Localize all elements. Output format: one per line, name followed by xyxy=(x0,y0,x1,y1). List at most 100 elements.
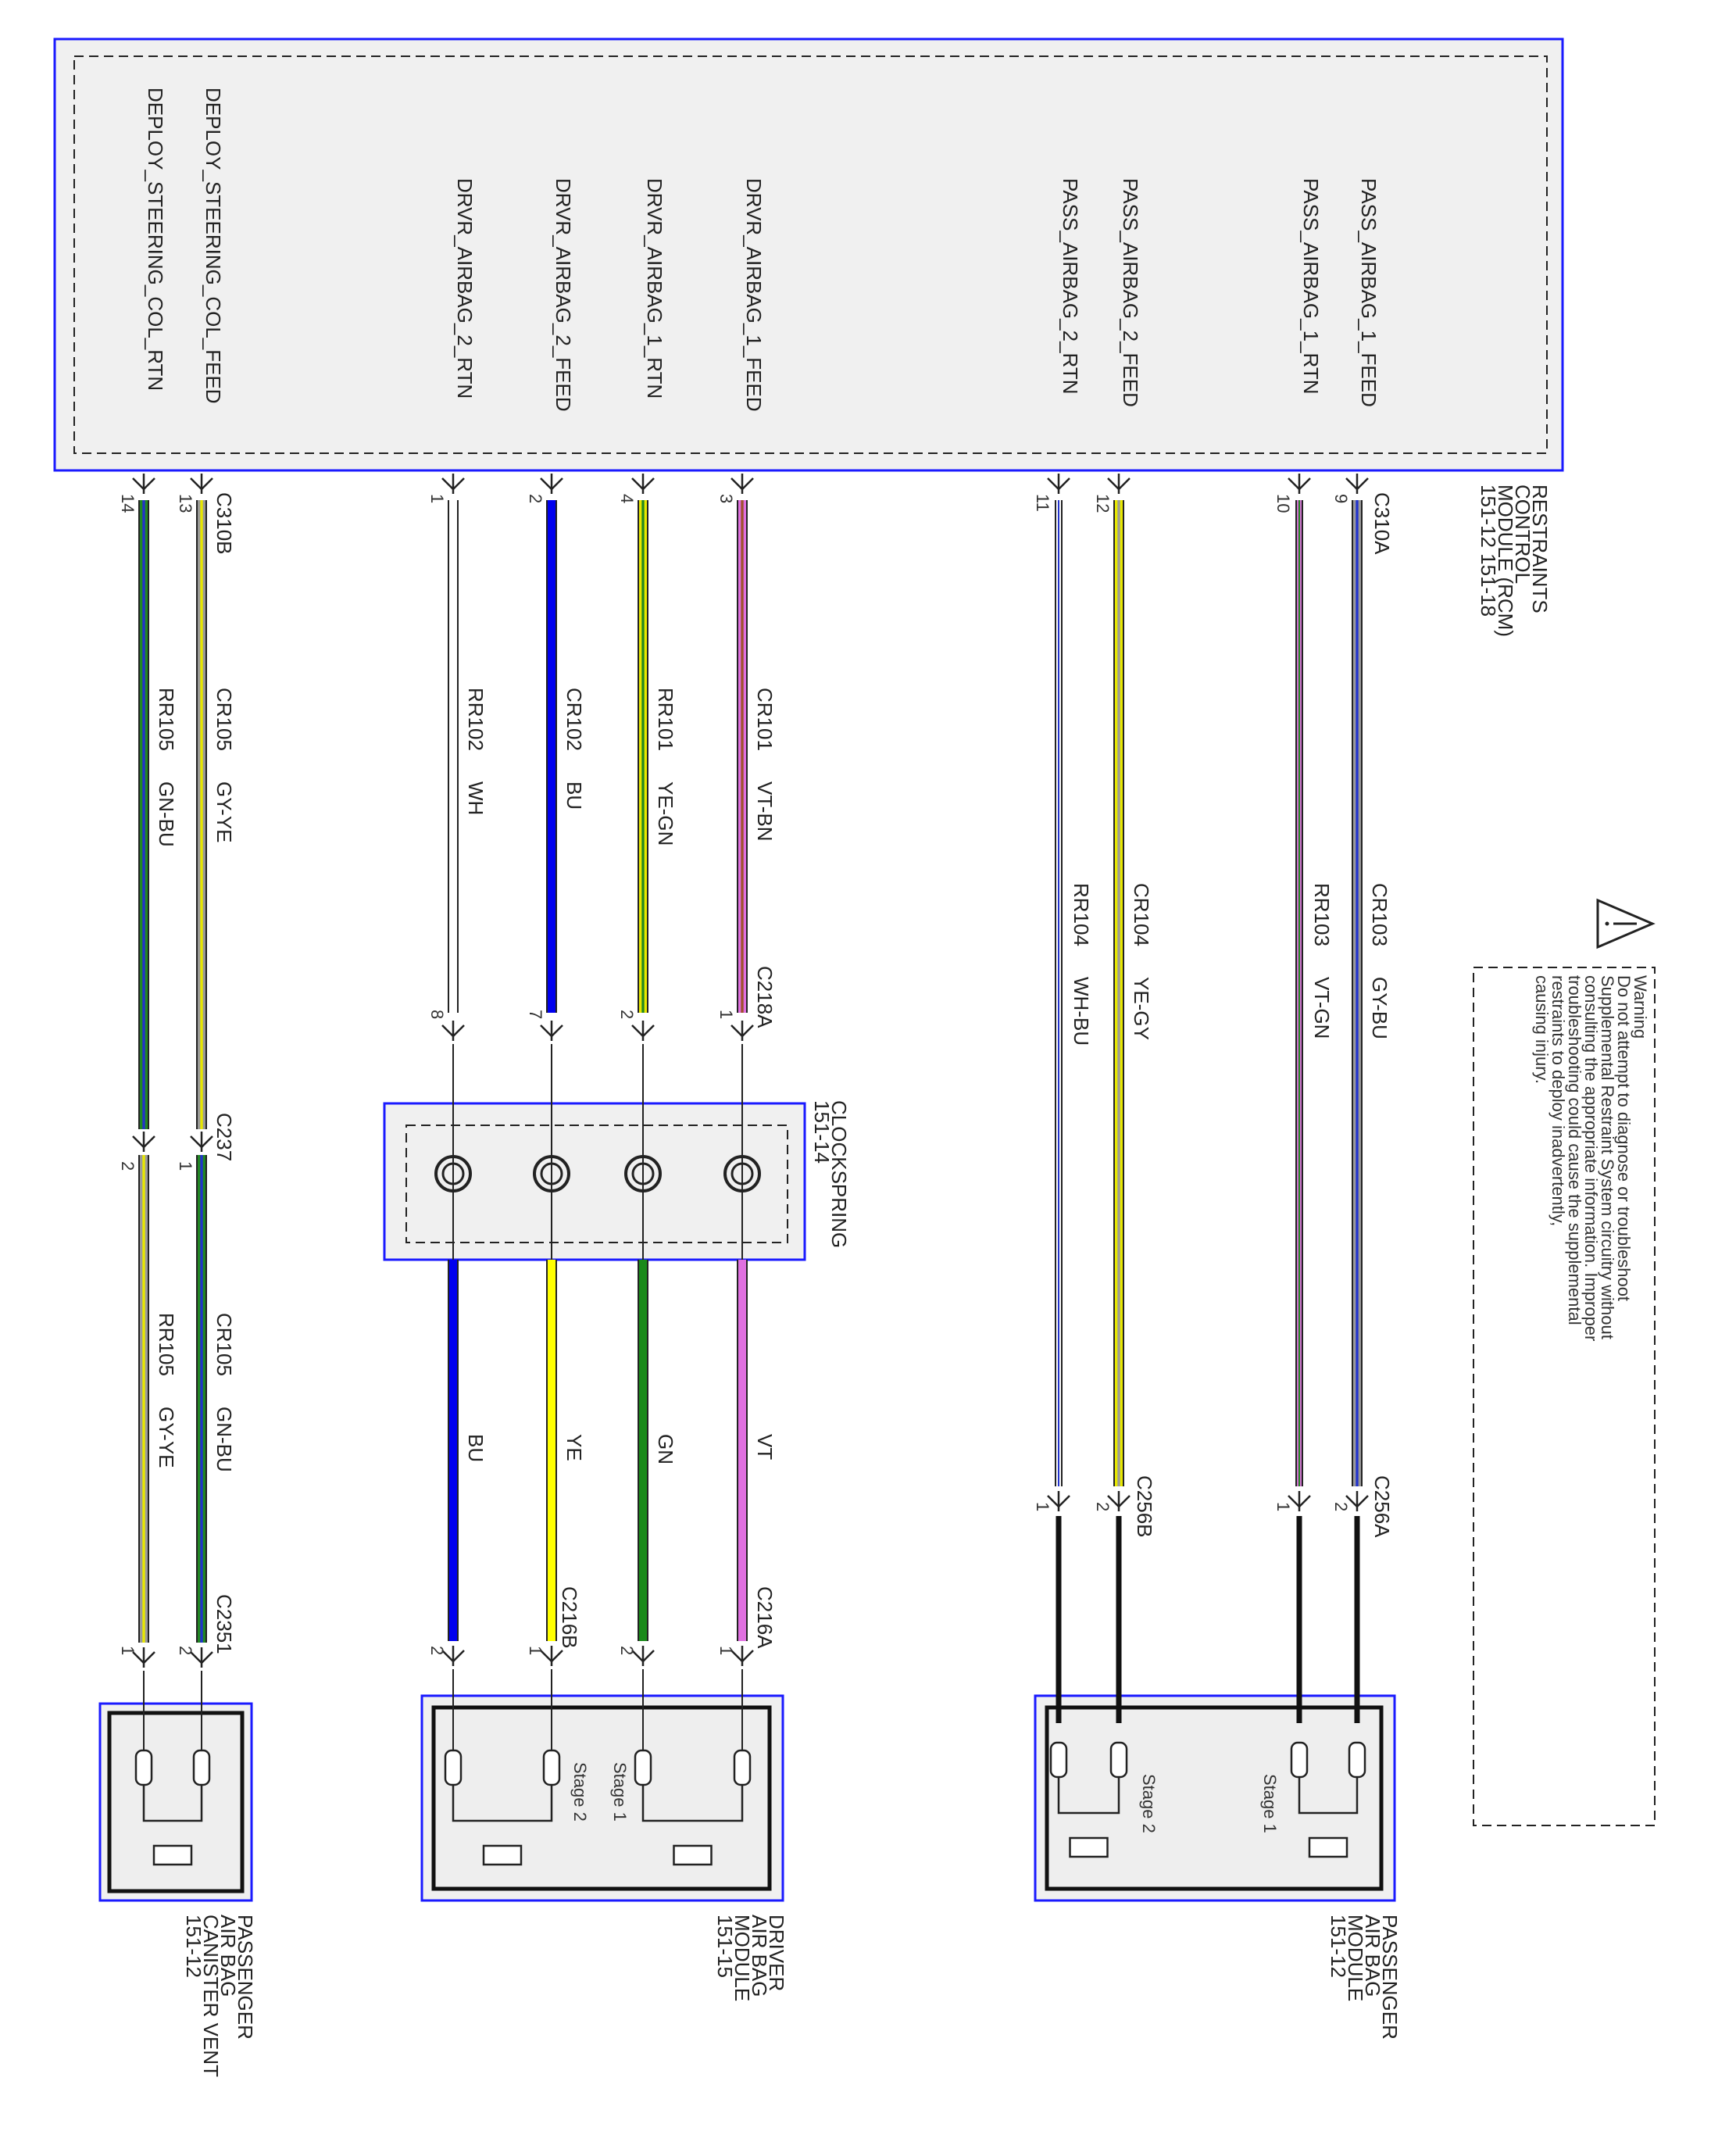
passenger-stage1-igniter-heater xyxy=(1308,1836,1348,1858)
clockspring-title-line: 151-14 xyxy=(810,1100,834,1164)
warning-line: restraints to deploy inadvertently, xyxy=(1548,975,1568,1226)
passenger-stage2-igniter-loop xyxy=(1057,1777,1120,1815)
rcm-pin-number-1: 1 xyxy=(427,494,447,503)
color-code-rr105: GN-BU xyxy=(155,781,178,847)
clockspring-output-color: BU xyxy=(464,1434,488,1462)
passenger-module-title-line: MODULE xyxy=(1344,1915,1367,2001)
rcm-pin-number-13: 13 xyxy=(176,494,195,513)
clockspring-coil-inner xyxy=(441,1162,465,1185)
connector-c218a: C218A xyxy=(753,966,777,1028)
clockspring-coil-inner xyxy=(730,1162,754,1185)
clockspring-coil xyxy=(434,1155,472,1192)
rcm-signal-drvr_airbag_1_rtn: DRVR_AIRBAG_1_RTN xyxy=(643,178,666,399)
rcm-signal-drvr_airbag_2_feed: DRVR_AIRBAG_2_FEED xyxy=(552,178,575,412)
rcm-pin-number-11: 11 xyxy=(1033,494,1052,512)
rcm-signal-pass_airbag_2_rtn: PASS_AIRBAG_2_RTN xyxy=(1059,178,1082,395)
c216-pin-number: 2 xyxy=(427,1646,447,1655)
warning-triangle-icon xyxy=(1596,898,1656,949)
driver-stage2-igniter-a xyxy=(542,1749,561,1786)
passenger-module-title-line: PASSENGER xyxy=(1378,1915,1402,2040)
canister-vent-title-line: CANISTER VENT xyxy=(199,1915,223,2077)
c256-pin-number: 2 xyxy=(1093,1502,1113,1511)
connector-c237: C237 xyxy=(213,1113,236,1161)
driver-stage2: Stage 2 xyxy=(570,1762,590,1822)
rcm-title-line: RESTRAINTS xyxy=(1528,485,1552,613)
c256-pin-number: 1 xyxy=(1273,1502,1293,1511)
rcm-pin-number-14: 14 xyxy=(118,494,138,513)
canister-vent-igniter-a xyxy=(192,1749,211,1786)
c218a-pin-number: 8 xyxy=(427,1010,447,1019)
rcm-signal-drvr_airbag_2_rtn: DRVR_AIRBAG_2_RTN xyxy=(453,178,477,399)
color2-cr105: GN-BU xyxy=(213,1407,236,1472)
passenger-module-title-line: AIR BAG xyxy=(1361,1915,1384,1997)
circuit2-cr105: CR105 xyxy=(213,1313,236,1376)
c218a-pin-number: 1 xyxy=(716,1010,736,1019)
circuit-rr102: RR102 xyxy=(464,688,488,751)
passenger-stage1-igniter-loop xyxy=(1298,1777,1359,1815)
c256-pin-number: 1 xyxy=(1033,1502,1052,1511)
clockspring-coil xyxy=(533,1155,570,1192)
circuit2-rr105: RR105 xyxy=(155,1313,178,1376)
c2351-pin-number: 2 xyxy=(176,1646,195,1655)
rcm-pin-number-4: 4 xyxy=(617,494,637,503)
driver-module-title-line: DRIVER xyxy=(765,1915,788,1991)
connector-c310a: C310A xyxy=(1370,492,1394,555)
rcm-inner-dash xyxy=(73,55,1548,454)
color-code-cr103: GY-BU xyxy=(1368,977,1391,1039)
warning-line: consulting the appropriate information. … xyxy=(1581,975,1601,1341)
passenger-module-title-line: 151-12 xyxy=(1327,1915,1350,1978)
canister-vent-igniter-b xyxy=(134,1749,153,1786)
connector-c216b: C216B xyxy=(558,1586,581,1649)
connector-c256b: C256B xyxy=(1133,1475,1156,1538)
driver-stage1: Stage 1 xyxy=(610,1762,630,1822)
driver-stage1-igniter-a xyxy=(733,1749,752,1786)
clockspring-coil-inner xyxy=(631,1162,655,1185)
driver-module-title-line: MODULE xyxy=(730,1915,754,2001)
connector-c2351: C2351 xyxy=(213,1594,236,1654)
driver-stage1-igniter-loop xyxy=(641,1785,744,1822)
c216-pin-number: 1 xyxy=(716,1646,736,1655)
rcm-signal-drvr_airbag_1_feed: DRVR_AIRBAG_1_FEED xyxy=(742,178,766,412)
color-code-rr102: WH xyxy=(464,781,488,815)
driver-module-title-line: AIR BAG xyxy=(748,1915,771,1997)
clockspring-output-color: GN xyxy=(654,1434,677,1464)
rcm-pin-number-10: 10 xyxy=(1273,494,1293,513)
canister-vent-title-line: PASSENGER xyxy=(234,1915,257,2040)
text-layer: PASS_AIRBAG_1_FEED9PASS_AIRBAG_1_RTN10PA… xyxy=(118,88,1650,2077)
canister-vent-title-line: 151-12 xyxy=(182,1915,205,1978)
rcm-signal-deploy_steering_col_rtn: DEPLOY_STEERING_COL_RTN xyxy=(144,88,167,391)
clockspring-title-line: CLOCKSPRING xyxy=(827,1100,851,1248)
rcm-signal-pass_airbag_1_rtn: PASS_AIRBAG_1_RTN xyxy=(1299,178,1323,395)
circuit-rr103: RR103 xyxy=(1310,883,1334,946)
driver-stage2-igniter-b xyxy=(444,1749,463,1786)
color-code-cr105: GY-YE xyxy=(213,781,236,843)
canister-vent-igniter-heater xyxy=(152,1844,193,1866)
c216-pin-number: 1 xyxy=(526,1646,545,1655)
clockspring-output-color: YE xyxy=(563,1434,586,1461)
rcm-signal-deploy_steering_col_feed: DEPLOY_STEERING_COL_FEED xyxy=(202,88,225,404)
warning-line: troubleshooting could cause the suppleme… xyxy=(1565,975,1584,1325)
driver-stage2-igniter-heater xyxy=(482,1844,523,1866)
clockspring-inner-dash xyxy=(405,1125,788,1243)
color-code-rr101: YE-GN xyxy=(654,781,677,846)
passenger-stage2-igniter-heater xyxy=(1069,1836,1109,1858)
clockspring-coil-inner xyxy=(540,1162,563,1185)
clockspring-output-color: VT xyxy=(753,1434,777,1460)
rcm-title-line: CONTROL xyxy=(1511,485,1534,584)
circuit-cr105: CR105 xyxy=(213,688,236,751)
passenger-stage2-igniter-b xyxy=(1049,1741,1068,1779)
canister-vent-title-line: AIR BAG xyxy=(216,1915,240,1997)
color-code-rr103: VT-GN xyxy=(1310,977,1334,1039)
driver-stage1-igniter-b xyxy=(634,1749,652,1786)
passenger-stage2-igniter-a xyxy=(1109,1741,1128,1779)
clockspring-coil xyxy=(624,1155,662,1192)
color-code-cr102: BU xyxy=(563,781,586,810)
circuit-rr105: RR105 xyxy=(155,688,178,751)
circuit-cr103: CR103 xyxy=(1368,883,1391,946)
connector-c310b: C310B xyxy=(213,492,236,555)
c218a-pin-number: 2 xyxy=(617,1010,637,1019)
rcm-pin-number-9: 9 xyxy=(1331,494,1351,503)
connector-c216a: C216A xyxy=(753,1586,777,1649)
